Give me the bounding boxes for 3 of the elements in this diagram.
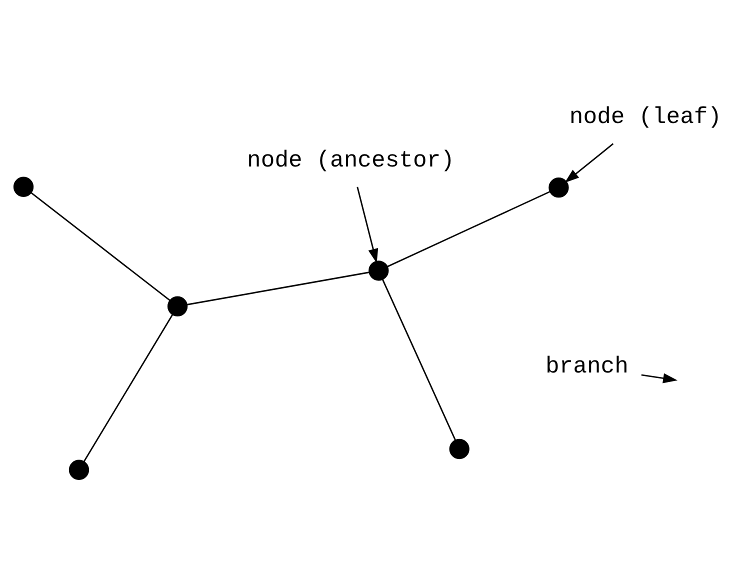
node-text: node (ancestor) — [247, 147, 455, 174]
node-text: node (leaf) — [569, 104, 722, 130]
node-text: branch — [545, 353, 628, 380]
